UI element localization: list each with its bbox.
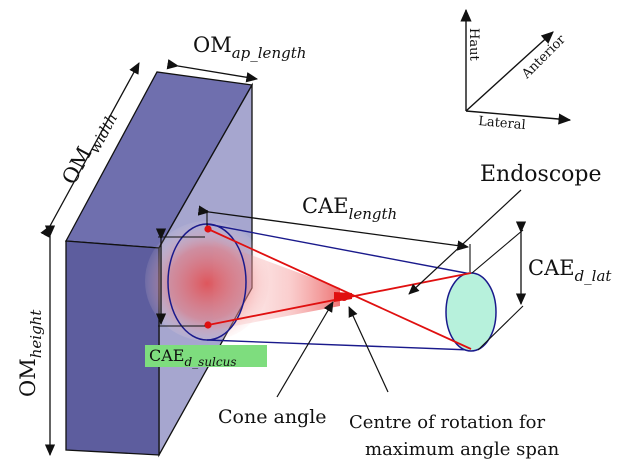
om-ap-length-dimension [166,59,259,83]
cae-d-sulcus-label: CAEd_sulcus [149,346,237,369]
om-height-label: OMheight [16,309,45,397]
cae-d-lat-extension-top [471,229,524,274]
centre-of-rotation-label-line2: maximum angle span [365,439,560,460]
om-dimension-lines [40,59,259,457]
axis-right-label: Lateral [478,114,527,133]
om-block-front-face [65,240,160,456]
cae-d-sulcus-highlight [145,345,267,367]
cone-angle-pointer [276,301,334,398]
cylinder-bottom-edge [206,339,472,351]
axis-diag-arrow [465,31,554,112]
om-width-dimension [40,62,140,238]
centre-of-rotation-label-line1: Centre of rotation for [349,412,545,433]
text-labels: OMap_length OMwidth OMheight Endoscope C… [16,33,612,460]
cae-d-lat-extension-bottom [477,305,524,351]
endoscope-label: Endoscope [480,162,602,187]
cone-point-top [204,225,212,233]
centre-of-rotation-pointer [348,306,389,393]
cae-dimension-lines [155,205,527,351]
cae-length-label: CAElength [302,194,397,223]
cae-cylinder [145,221,497,352]
cae-length-dimension [197,205,470,251]
orientation-axes: Haut Anterior Lateral [460,8,572,133]
cone-glow [213,241,340,330]
axis-up-label: Haut [466,28,481,61]
axis-right-arrow [465,110,572,125]
om-ap-length-label: OMap_length [193,33,306,62]
callout-pointers [276,189,522,398]
centre-of-rotation-marker [340,293,348,301]
cone-angle-label: Cone angle [218,406,327,428]
endoscope-pointer [408,189,522,295]
cone-point-bottom [204,321,212,329]
cae-d-lat-label: CAEd_lat [528,256,612,285]
